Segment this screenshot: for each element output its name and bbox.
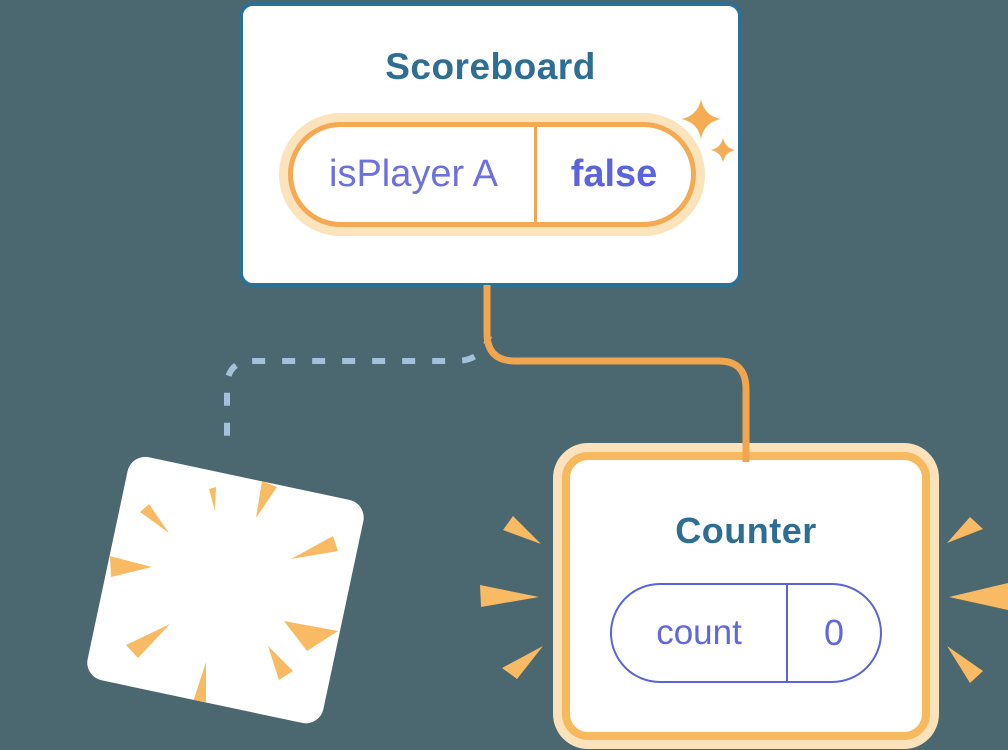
destroyed-card-body <box>87 456 364 724</box>
scoreboard-state-pill: isPlayer A false <box>288 122 696 227</box>
scoreboard-title: Scoreboard <box>385 46 596 87</box>
counter-title: Counter <box>675 510 817 551</box>
destroyed-card <box>87 456 364 724</box>
solid-connector <box>483 285 750 462</box>
counter-state-pill: count 0 <box>610 583 882 683</box>
state-value-label: 0 <box>823 612 845 653</box>
state-value-label: false <box>570 153 658 195</box>
dashed-connector <box>224 335 492 452</box>
explosion-burst-icon <box>110 481 338 707</box>
state-key-label: count <box>612 585 788 681</box>
state-key-label: isPlayer A <box>293 127 537 222</box>
